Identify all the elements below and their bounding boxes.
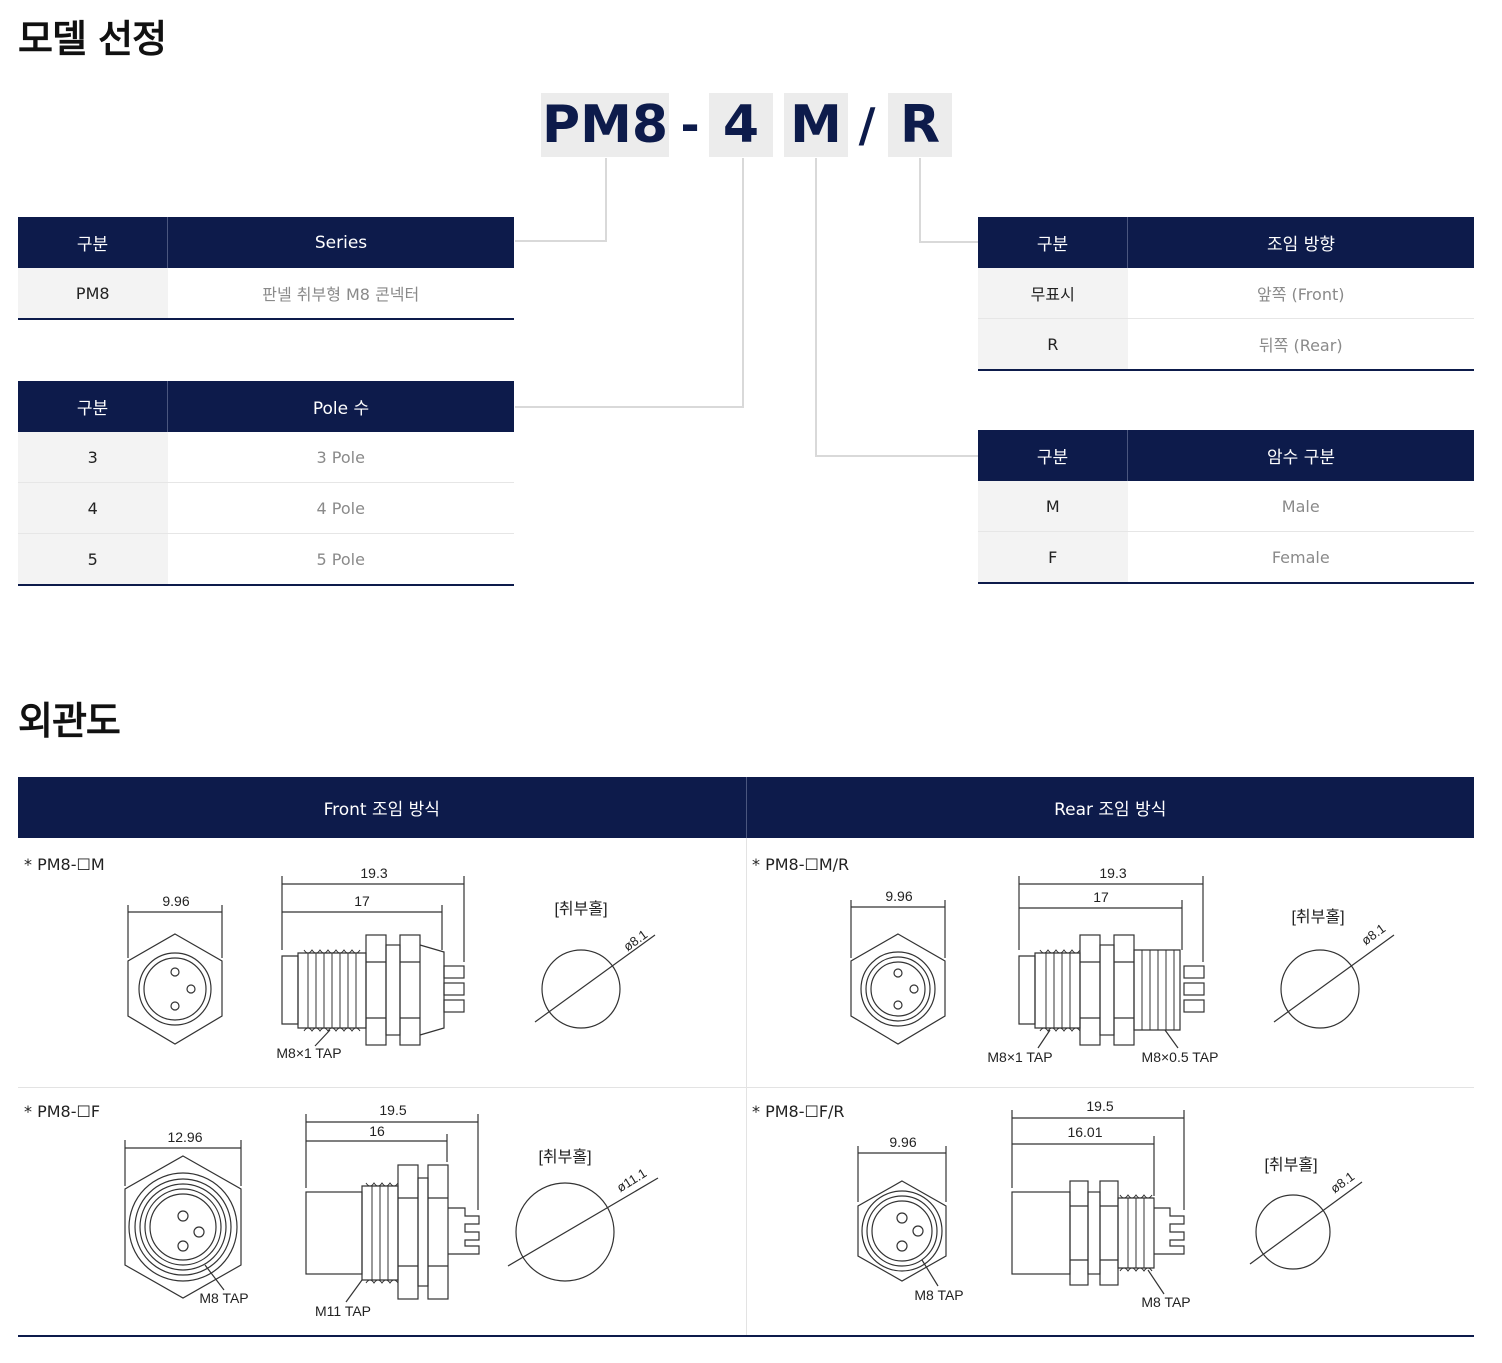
variant-label-front-female: * PM8-☐F [24,1102,101,1121]
code-gender-box: M [784,93,848,157]
rear-female-panel-hole [1249,1181,1363,1270]
pole-value: 4 Pole [167,482,514,534]
dim-rear-male-thread2: M8×0.5 TAP [1142,1049,1219,1065]
dim-front-male-overall: 19.3 [360,865,387,881]
gender-value: Male [1127,481,1474,532]
dim-front-female-hex: 12.96 [167,1129,202,1145]
pole-table-header-value: Pole 수 [167,381,514,432]
gender-key: M [978,481,1128,532]
code-leader-lines [515,158,978,457]
series-value: 판넬 취부형 M8 콘넥터 [167,268,514,320]
rear-male-panel-hole [1273,934,1395,1029]
dim-rear-female-thread: M8 TAP [1141,1294,1190,1310]
mount-table: 구분 조임 방향 무표시 앞쪽 (Front) R 뒤쪽 (Rear) [978,217,1474,371]
rear-male-side-view [1018,876,1205,1049]
exterior-drawing-title: 외관도 [18,699,121,743]
front-male-side-view [281,876,465,1047]
pole-value: 5 Pole [167,533,514,586]
table-row: 5 5 Pole [18,533,514,586]
code-pole-box: 4 [709,93,773,157]
table-row: PM8 판넬 취부형 M8 콘넥터 [18,268,514,320]
table-row: M Male [978,481,1474,532]
drawing-header: Front 조임 방식 Rear 조임 방식 [18,777,1474,838]
drawing-bottom-rule [18,1335,1474,1337]
front-female-face-view [124,1140,242,1299]
mount-key: R [978,318,1128,371]
dim-rear-male-hole: ø8.1 [1358,921,1388,948]
rear-male-face-view [850,900,946,1045]
rear-female-side-view [1011,1110,1185,1295]
gender-table-header-value: 암수 구분 [1127,430,1474,481]
front-female-side-view [305,1114,480,1303]
dim-front-male-hex: 9.96 [162,893,189,909]
panel-hole-label-rear-female: [취부홀] [1264,1156,1317,1174]
code-series-box: PM8 [541,93,669,157]
pole-table-header-key: 구분 [18,381,168,432]
panel-hole-label-rear-male: [취부홀] [1291,908,1344,926]
dim-rear-male-hex: 9.96 [885,888,912,904]
code-slash: / [858,98,876,152]
pole-key: 4 [18,482,168,534]
dim-rear-female-hex: 9.96 [889,1134,916,1150]
dim-front-female-body: 16 [369,1123,385,1139]
code-mount-box: R [888,93,952,157]
drawing-divider-vertical [746,838,747,1335]
gender-table-header-key: 구분 [978,430,1128,481]
pole-table: 구분 Pole 수 3 3 Pole 4 4 Pole 5 5 Pole [18,381,514,586]
pole-value: 3 Pole [167,432,514,483]
front-mount-header: Front 조임 방식 [323,800,440,820]
pole-key: 3 [18,432,168,483]
gender-key: F [978,531,1128,584]
pole-key: 5 [18,533,168,586]
variant-label-rear-female: * PM8-☐F/R [752,1102,845,1121]
dim-front-male-body: 17 [354,893,370,909]
dim-rear-male-overall: 19.3 [1099,865,1126,881]
dim-front-female-hole: ø11.1 [614,1165,649,1195]
dim-rear-female-hole: ø8.1 [1327,1169,1357,1196]
panel-hole-label-front-female: [취부홀] [538,1148,591,1166]
variant-label-front-male: * PM8-☐M [24,855,105,874]
model-selection-title: 모델 선정 [18,17,167,61]
front-male-panel-hole [534,934,656,1029]
dim-front-female-face-thread: M8 TAP [199,1290,248,1306]
mount-value: 앞쪽 (Front) [1127,268,1474,319]
dim-front-female-overall: 19.5 [379,1102,406,1118]
mount-table-header-key: 구분 [978,217,1128,268]
table-row: 3 3 Pole [18,432,514,483]
rear-mount-header: Rear 조임 방식 [745,777,1475,838]
table-row: 4 4 Pole [18,482,514,534]
technical-drawings: 9.96 19.3 17 M8×1 TAP [취부홀] ø8.1 9.96 19… [124,865,1395,1319]
front-female-panel-hole [507,1177,659,1282]
rear-female-face-view [857,1146,947,1287]
dim-front-male-thread: M8×1 TAP [276,1045,341,1061]
dim-rear-female-body: 16.01 [1067,1124,1102,1140]
variant-label-rear-male: * PM8-☐M/R [752,855,850,874]
series-table-header-value: Series [167,217,514,268]
gender-table: 구분 암수 구분 M Male F Female [978,430,1474,584]
dim-front-female-thread: M11 TAP [315,1303,371,1319]
panel-hole-label-front-male: [취부홀] [554,900,607,918]
mount-key: 무표시 [978,268,1128,319]
dim-rear-male-thread: M8×1 TAP [987,1049,1052,1065]
gender-value: Female [1127,531,1474,584]
series-table: 구분 Series PM8 판넬 취부형 M8 콘넥터 [18,217,514,320]
series-key: PM8 [18,268,168,320]
table-row: F Female [978,531,1474,584]
table-row: R 뒤쪽 (Rear) [978,318,1474,371]
mount-table-header-value: 조임 방향 [1127,217,1474,268]
dim-rear-female-overall: 19.5 [1086,1098,1113,1114]
table-row: 무표시 앞쪽 (Front) [978,268,1474,319]
front-male-face-view [127,905,223,1045]
dim-rear-male-body: 17 [1093,889,1109,905]
mount-value: 뒤쪽 (Rear) [1127,318,1474,371]
drawing-divider-horizontal [18,1087,1474,1088]
code-dash: - [680,98,700,152]
dim-rear-female-face-thread: M8 TAP [914,1287,963,1303]
series-table-header-key: 구분 [18,217,168,268]
